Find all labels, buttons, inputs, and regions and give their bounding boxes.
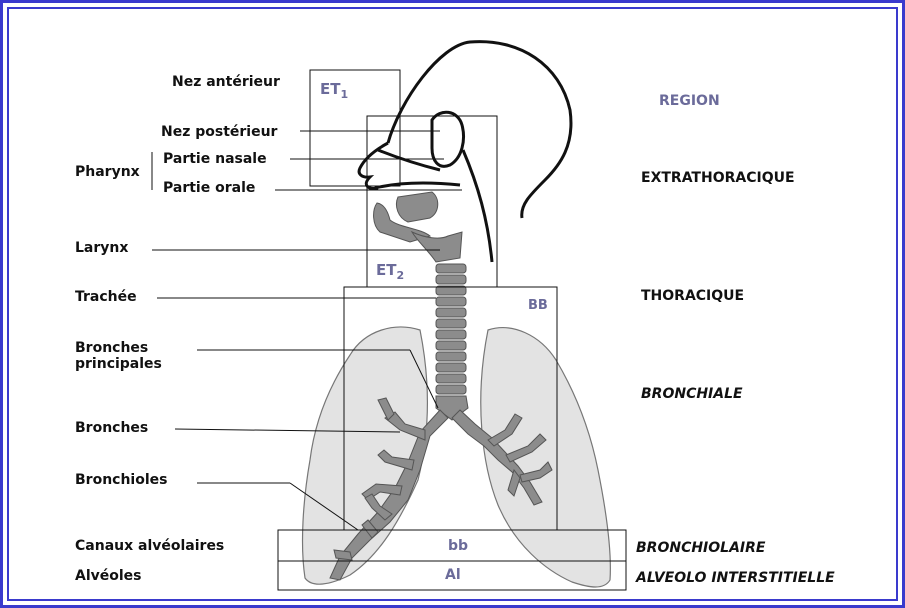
- label-partie-orale: Partie orale: [163, 180, 255, 196]
- et1-main: ET: [320, 80, 340, 98]
- box-code-et1: ET1: [320, 80, 348, 101]
- region-bronchiolaire: BRONCHIOLAIRE: [636, 540, 765, 556]
- region-alveolo-interstitielle: ALVEOLO INTERSTITIELLE: [636, 570, 835, 586]
- label-bronches-principales: Bronches principales: [75, 340, 162, 372]
- label-partie-nasale: Partie nasale: [163, 151, 267, 167]
- box-code-al: Al: [445, 567, 461, 583]
- et1-sub: 1: [340, 88, 348, 101]
- box-code-bb-lower: bb: [448, 538, 468, 554]
- box-code-et2: ET2: [376, 261, 404, 282]
- label-bronches-principales-line2: principales: [75, 356, 162, 372]
- region-header: REGION: [659, 93, 720, 109]
- region-bronchiale: BRONCHIALE: [641, 386, 743, 402]
- label-nez-posterieur: Nez postérieur: [161, 124, 277, 140]
- label-larynx: Larynx: [75, 240, 128, 256]
- label-pharynx: Pharynx: [75, 164, 140, 180]
- label-nez-anterieur: Nez antérieur: [172, 74, 280, 90]
- label-bronchioles: Bronchioles: [75, 472, 167, 488]
- et2-sub: 2: [396, 269, 404, 282]
- label-trachee: Trachée: [75, 289, 137, 305]
- region-thoracique: THORACIQUE: [641, 288, 744, 304]
- label-alveoles: Alvéoles: [75, 568, 142, 584]
- label-bronches-principales-line1: Bronches: [75, 340, 162, 356]
- label-canaux-alveolaires: Canaux alvéolaires: [75, 538, 224, 554]
- label-bronches: Bronches: [75, 420, 148, 436]
- box-code-bb-upper: BB: [528, 298, 548, 313]
- et2-main: ET: [376, 261, 396, 279]
- region-extrathoracique: EXTRATHORACIQUE: [641, 170, 795, 186]
